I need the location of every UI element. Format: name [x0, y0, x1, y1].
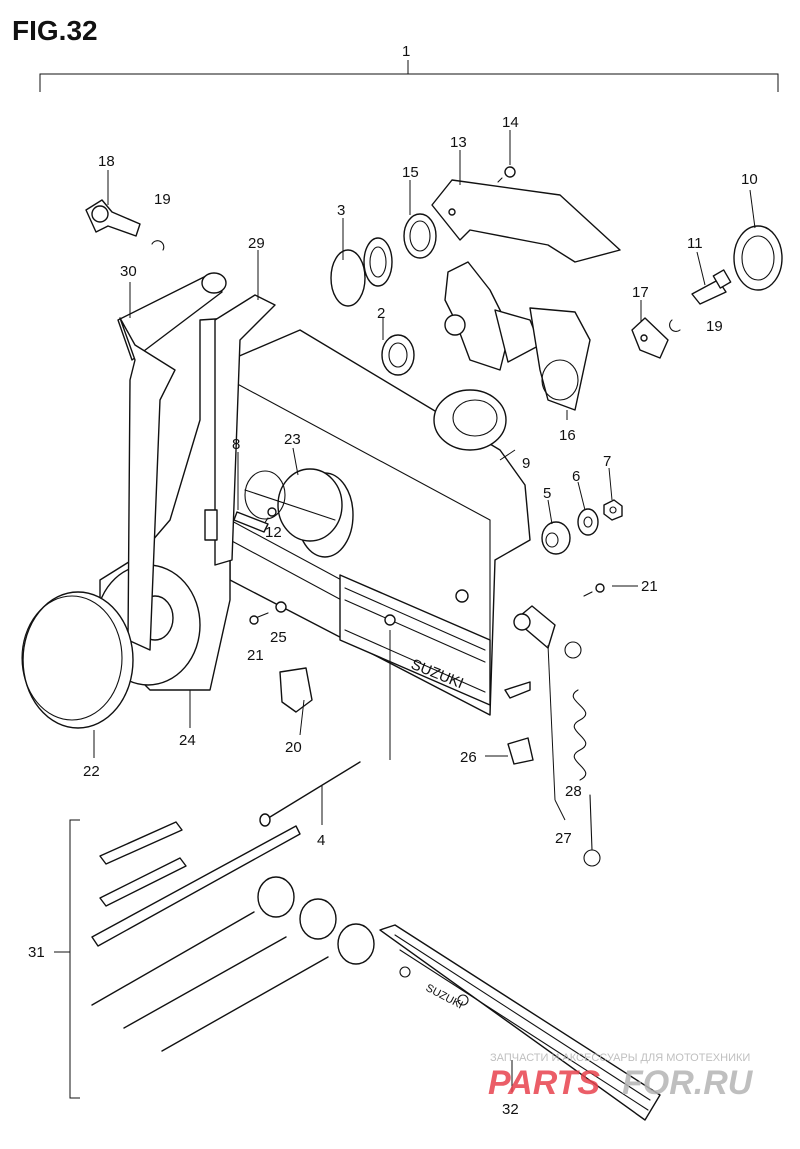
ring-15	[403, 213, 437, 259]
callout-6: 6	[572, 468, 580, 485]
callout-16: 16	[559, 427, 576, 444]
callout-7: 7	[603, 453, 611, 470]
friction-ring-9	[433, 389, 507, 451]
callout-15: 15	[402, 164, 419, 181]
screw-21-left	[249, 612, 269, 625]
bolt-4	[259, 761, 361, 827]
callout-4: 4	[317, 832, 325, 849]
callout-27: 27	[555, 830, 572, 847]
callout-11: 11	[687, 235, 703, 252]
watermark: ЗАПЧАСТИ И АКСЕССУАРЫ ДЛЯ МОТОТЕХНИКИ PA…	[488, 1052, 754, 1102]
callout-12: 12	[265, 524, 282, 541]
callout-9: 9	[522, 455, 530, 472]
bolt-11	[691, 269, 732, 305]
clip-19-left	[151, 240, 165, 251]
callout-23: 23	[284, 431, 301, 448]
neutral-knob-18	[85, 199, 141, 237]
callout-20: 20	[285, 739, 302, 756]
control-box-housing: SUZUKI	[229, 329, 531, 716]
screw-21-right	[583, 583, 605, 597]
ring-10	[733, 225, 783, 291]
shift-cam-23	[244, 468, 354, 558]
callout-21-left: 21	[247, 647, 264, 664]
bushing-3	[330, 237, 393, 307]
callout-28: 28	[565, 783, 582, 800]
callout-26: 26	[460, 749, 477, 766]
kit-31-parts	[91, 821, 375, 1052]
callout-24: 24	[179, 732, 196, 749]
callout-5: 5	[543, 485, 551, 502]
callout-19-right: 19	[706, 318, 723, 335]
cover-20	[279, 667, 313, 713]
throttle-arm-13	[431, 179, 621, 263]
washer-25	[275, 601, 287, 613]
watermark-brand-red: PARTS	[488, 1064, 600, 1102]
callout-29: 29	[248, 235, 265, 252]
washer-6	[577, 508, 599, 536]
callout-10: 10	[741, 171, 758, 188]
callout-13: 13	[450, 134, 467, 151]
callout-1: 1	[402, 43, 410, 60]
callout-30: 30	[120, 263, 137, 280]
callout-8: 8	[232, 436, 240, 453]
callout-19-left: 19	[154, 191, 171, 208]
spacer-5	[541, 521, 571, 555]
lever-cover-22	[21, 591, 134, 729]
assembly-bracket	[39, 60, 779, 92]
watermark-brand-grey: FOR.RU	[622, 1064, 754, 1102]
link-plate-16	[444, 261, 591, 411]
bracket-17	[631, 317, 669, 359]
callout-17: 17	[632, 284, 649, 301]
figure-title: FIG.32	[12, 15, 98, 46]
kit-bracket	[54, 819, 80, 1099]
callout-14: 14	[502, 114, 519, 131]
clip-19-right	[669, 319, 681, 332]
callout-22: 22	[83, 763, 100, 780]
cap-26	[507, 737, 534, 765]
callout-3: 3	[337, 202, 345, 219]
stop-switch-27	[513, 605, 601, 867]
pin-8	[233, 511, 269, 533]
callout-31: 31	[28, 944, 45, 961]
lever-arm-29	[204, 294, 276, 566]
bushing-2	[381, 334, 415, 376]
callout-25: 25	[270, 629, 287, 646]
callout-numbers: 1 2 3 4 5 6 7 8 9 10 11 12 13 14 15 16 1…	[28, 43, 758, 1118]
callout-21-right: 21	[641, 578, 658, 595]
callout-32: 32	[502, 1101, 519, 1118]
nut-7	[603, 499, 623, 521]
screw-14	[497, 166, 516, 183]
handle-30	[117, 272, 227, 651]
callout-18: 18	[98, 153, 115, 170]
callout-2: 2	[377, 305, 385, 322]
housing-name-plate	[339, 574, 491, 706]
watermark-tagline: ЗАПЧАСТИ И АКСЕССУАРЫ ДЛЯ МОТОТЕХНИКИ	[490, 1052, 750, 1064]
leader-lines	[93, 130, 756, 1092]
